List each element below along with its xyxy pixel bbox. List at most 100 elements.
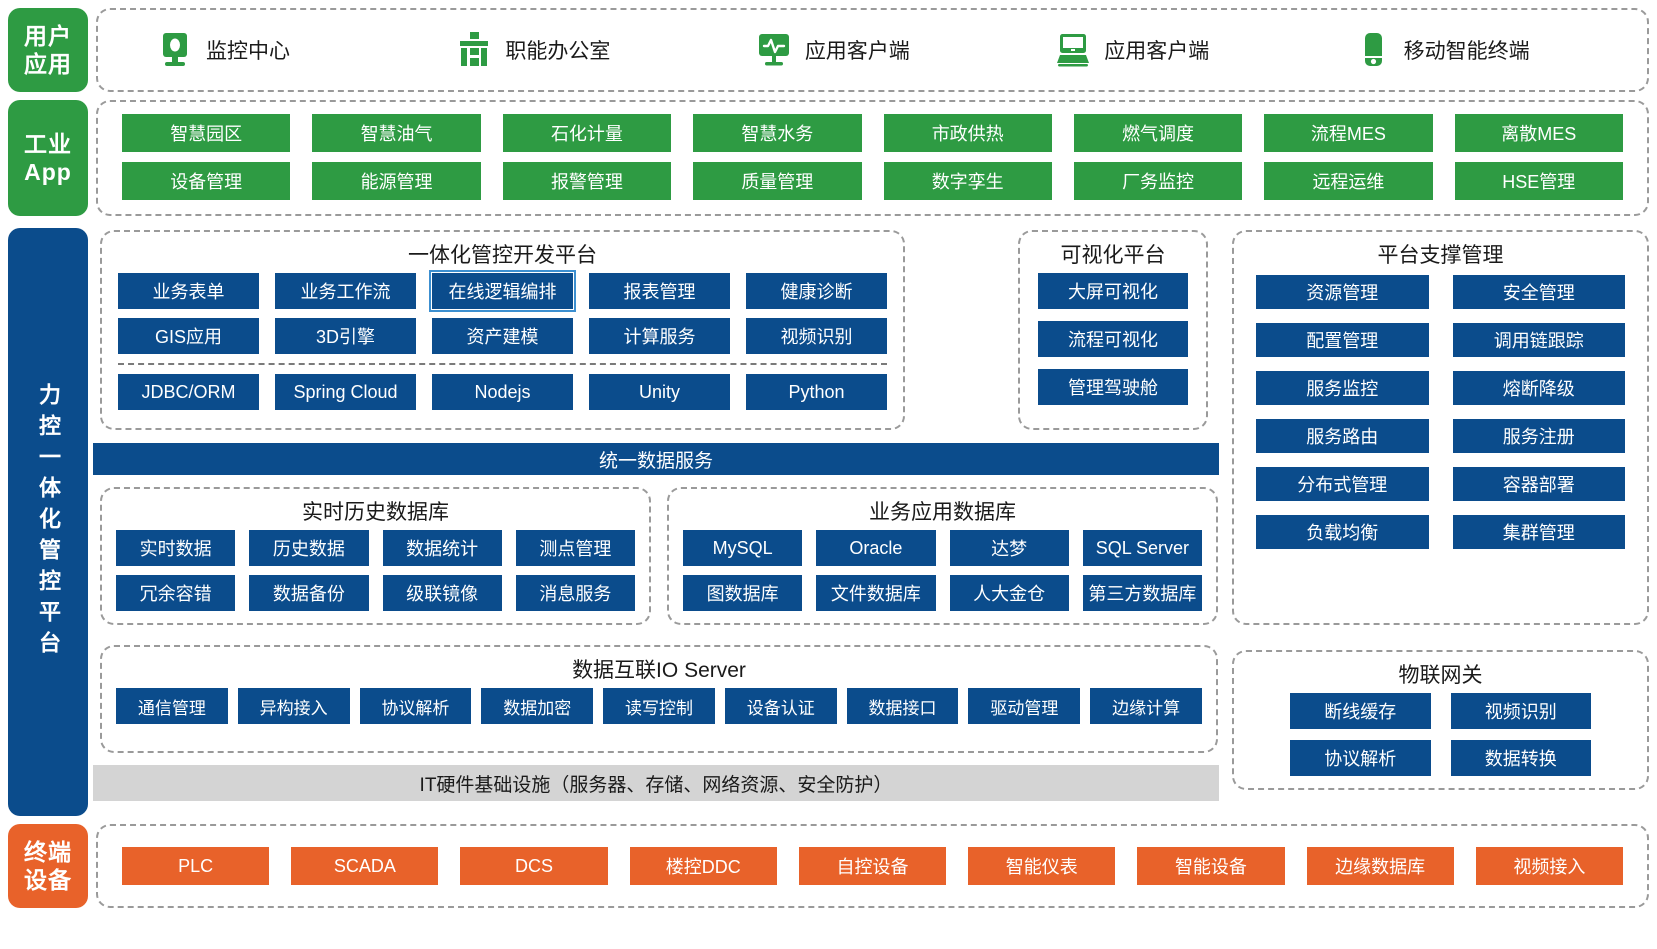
platform-support-chip[interactable]: 分布式管理 [1256, 467, 1429, 501]
terminal-device-chip[interactable]: 智能设备 [1137, 847, 1285, 885]
platform-support-chip[interactable]: 资源管理 [1256, 275, 1429, 309]
terminal-device-chip[interactable]: DCS [460, 847, 608, 885]
realtime-history-db-chip[interactable]: 消息服务 [515, 575, 635, 611]
industrial-app-chip[interactable]: 离散MES [1454, 114, 1623, 152]
industrial-app-chip[interactable]: 智慧油气 [312, 114, 481, 152]
rail-industrial-app-label: 工业 App [24, 130, 72, 185]
io-server-chip[interactable]: 驱动管理 [968, 688, 1081, 724]
realtime-history-db-chip[interactable]: 数据备份 [249, 575, 369, 611]
dev-platform-chip[interactable]: GIS应用 [118, 318, 259, 354]
io-server-chip[interactable]: 数据接口 [846, 688, 959, 724]
industrial-app-chip[interactable]: HSE管理 [1454, 162, 1623, 200]
monitoring-center-icon [158, 32, 192, 68]
business-app-db-chip[interactable]: SQL Server [1082, 530, 1202, 566]
platform-support-chip[interactable]: 负载均衡 [1256, 515, 1429, 549]
platform-support-chip[interactable]: 服务注册 [1452, 419, 1625, 453]
dev-platform-chip[interactable]: 业务工作流 [275, 273, 416, 309]
industrial-app-chip[interactable]: 智慧水务 [693, 114, 862, 152]
dev-platform-tech-chip[interactable]: JDBC/ORM [118, 374, 259, 410]
industrial-app-chip[interactable]: 远程运维 [1264, 162, 1433, 200]
terminal-device-chip[interactable]: 自控设备 [798, 847, 947, 885]
rail-industrial-app: 工业 App [8, 100, 88, 216]
terminal-device-chip[interactable]: SCADA [291, 847, 439, 885]
dev-platform-chip[interactable]: 计算服务 [589, 318, 730, 354]
business-app-db-chip[interactable]: 达梦 [949, 530, 1069, 566]
terminal-device-chip[interactable]: 楼控DDC [629, 847, 777, 885]
terminal-device-chip[interactable]: PLC [122, 847, 270, 885]
dev-platform-title: 一体化管控开发平台 [408, 244, 597, 267]
dev-platform-chip[interactable]: 报表管理 [589, 273, 730, 309]
user-app-label: 移动智能终端 [1403, 40, 1530, 63]
platform-support-chip[interactable]: 服务路由 [1256, 419, 1429, 453]
industrial-app-chip[interactable]: 设备管理 [122, 162, 291, 200]
industrial-app-chip[interactable]: 报警管理 [502, 162, 672, 200]
industrial-app-chip[interactable]: 厂务监控 [1073, 162, 1243, 200]
dev-platform-tech-chip[interactable]: Unity [589, 374, 730, 410]
industrial-app-chip[interactable]: 质量管理 [693, 162, 862, 200]
dev-platform-tech-chip[interactable]: Python [746, 374, 887, 410]
iot-gateway-chip[interactable]: 数据转换 [1450, 740, 1591, 776]
dev-platform-chip-highlighted[interactable]: 在线逻辑编排 [429, 270, 576, 312]
industrial-app-chip[interactable]: 石化计量 [502, 114, 672, 152]
platform-support-chip[interactable]: 安全管理 [1452, 275, 1625, 309]
dev-platform-chip[interactable]: 3D引擎 [275, 318, 416, 354]
rail-platform-label: 力控一体化管控平台 [36, 382, 61, 662]
business-app-db-chip[interactable]: 人大金仓 [949, 575, 1069, 611]
user-app-item-function-office[interactable]: 职能办公室 [423, 32, 722, 68]
platform-support-chip[interactable]: 配置管理 [1256, 323, 1429, 357]
industrial-app-chip[interactable]: 数字孪生 [883, 162, 1052, 200]
business-app-db-chip[interactable]: MySQL [683, 530, 803, 566]
terminal-device-chip[interactable]: 视频接入 [1475, 847, 1623, 885]
it-hardware-label: IT硬件基础设施（服务器、存储、网络资源、安全防护） [419, 774, 893, 796]
realtime-history-db-chip[interactable]: 级联镜像 [382, 575, 502, 611]
dev-platform-chip[interactable]: 业务表单 [118, 273, 259, 309]
platform-support-chip[interactable]: 调用链跟踪 [1452, 323, 1625, 357]
dev-platform-tech-chip[interactable]: Spring Cloud [275, 374, 416, 410]
user-app-item-application-client-monitor[interactable]: 应用客户端 [723, 32, 1022, 68]
user-app-item-monitoring-center[interactable]: 监控中心 [124, 32, 423, 68]
visualization-chip[interactable]: 大屏可视化 [1038, 273, 1188, 309]
industrial-app-chip[interactable]: 市政供热 [883, 114, 1052, 152]
iot-gateway-chip[interactable]: 协议解析 [1290, 740, 1431, 776]
realtime-history-db-chip[interactable]: 实时数据 [116, 530, 236, 566]
platform-support-panel: 平台支撑管理 资源管理 安全管理 配置管理 调用链跟踪 服务监控 熔断降级 服务… [1232, 230, 1649, 625]
terminal-device-chip[interactable]: 智能仪表 [968, 847, 1116, 885]
io-server-chip[interactable]: 异构接入 [237, 688, 350, 724]
io-server-chip[interactable]: 通信管理 [116, 688, 228, 724]
realtime-history-db-panel: 实时历史数据库 实时数据 历史数据 数据统计 测点管理 冗余容错 数据备份 级联… [100, 487, 651, 625]
business-app-db-chip[interactable]: Oracle [816, 530, 936, 566]
business-app-db-chip[interactable]: 第三方数据库 [1082, 575, 1202, 611]
realtime-history-db-chip[interactable]: 冗余容错 [116, 575, 236, 611]
realtime-history-db-chip[interactable]: 测点管理 [515, 530, 635, 566]
iot-gateway-chip[interactable]: 视频识别 [1450, 693, 1591, 729]
dev-platform-chip[interactable]: 视频识别 [746, 318, 887, 354]
io-server-chip[interactable]: 协议解析 [359, 688, 472, 724]
business-app-db-chip[interactable]: 图数据库 [683, 575, 803, 611]
visualization-chip[interactable]: 流程可视化 [1038, 321, 1188, 357]
user-app-item-application-client-laptop[interactable]: 应用客户端 [1022, 32, 1321, 68]
visualization-chip[interactable]: 管理驾驶舱 [1038, 369, 1188, 405]
industrial-app-chip[interactable]: 智慧园区 [122, 114, 291, 152]
io-server-chip[interactable]: 读写控制 [603, 688, 715, 724]
realtime-history-db-chip[interactable]: 数据统计 [382, 530, 502, 566]
platform-support-chip[interactable]: 容器部署 [1452, 467, 1625, 501]
user-app-item-mobile-smart-terminal[interactable]: 移动智能终端 [1322, 32, 1621, 68]
business-app-db-chip[interactable]: 文件数据库 [816, 575, 936, 611]
realtime-history-db-chip[interactable]: 历史数据 [249, 530, 369, 566]
dev-platform-chip[interactable]: 健康诊断 [746, 273, 887, 309]
io-server-chip[interactable]: 数据加密 [481, 688, 594, 724]
industrial-app-chip[interactable]: 流程MES [1264, 114, 1433, 152]
platform-support-chip[interactable]: 集群管理 [1452, 515, 1625, 549]
terminal-device-chip[interactable]: 边缘数据库 [1306, 847, 1454, 885]
platform-support-chip[interactable]: 熔断降级 [1452, 371, 1625, 405]
io-server-chip[interactable]: 设备认证 [724, 688, 837, 724]
function-office-icon [457, 32, 491, 68]
rail-user-application-label: 用户 应用 [24, 22, 72, 77]
dev-platform-tech-chip[interactable]: Nodejs [432, 374, 573, 410]
industrial-app-chip[interactable]: 燃气调度 [1073, 114, 1243, 152]
iot-gateway-chip[interactable]: 断线缓存 [1290, 693, 1431, 729]
io-server-chip[interactable]: 边缘计算 [1090, 688, 1202, 724]
industrial-app-chip[interactable]: 能源管理 [312, 162, 481, 200]
dev-platform-chip[interactable]: 资产建模 [432, 318, 573, 354]
platform-support-chip[interactable]: 服务监控 [1256, 371, 1429, 405]
